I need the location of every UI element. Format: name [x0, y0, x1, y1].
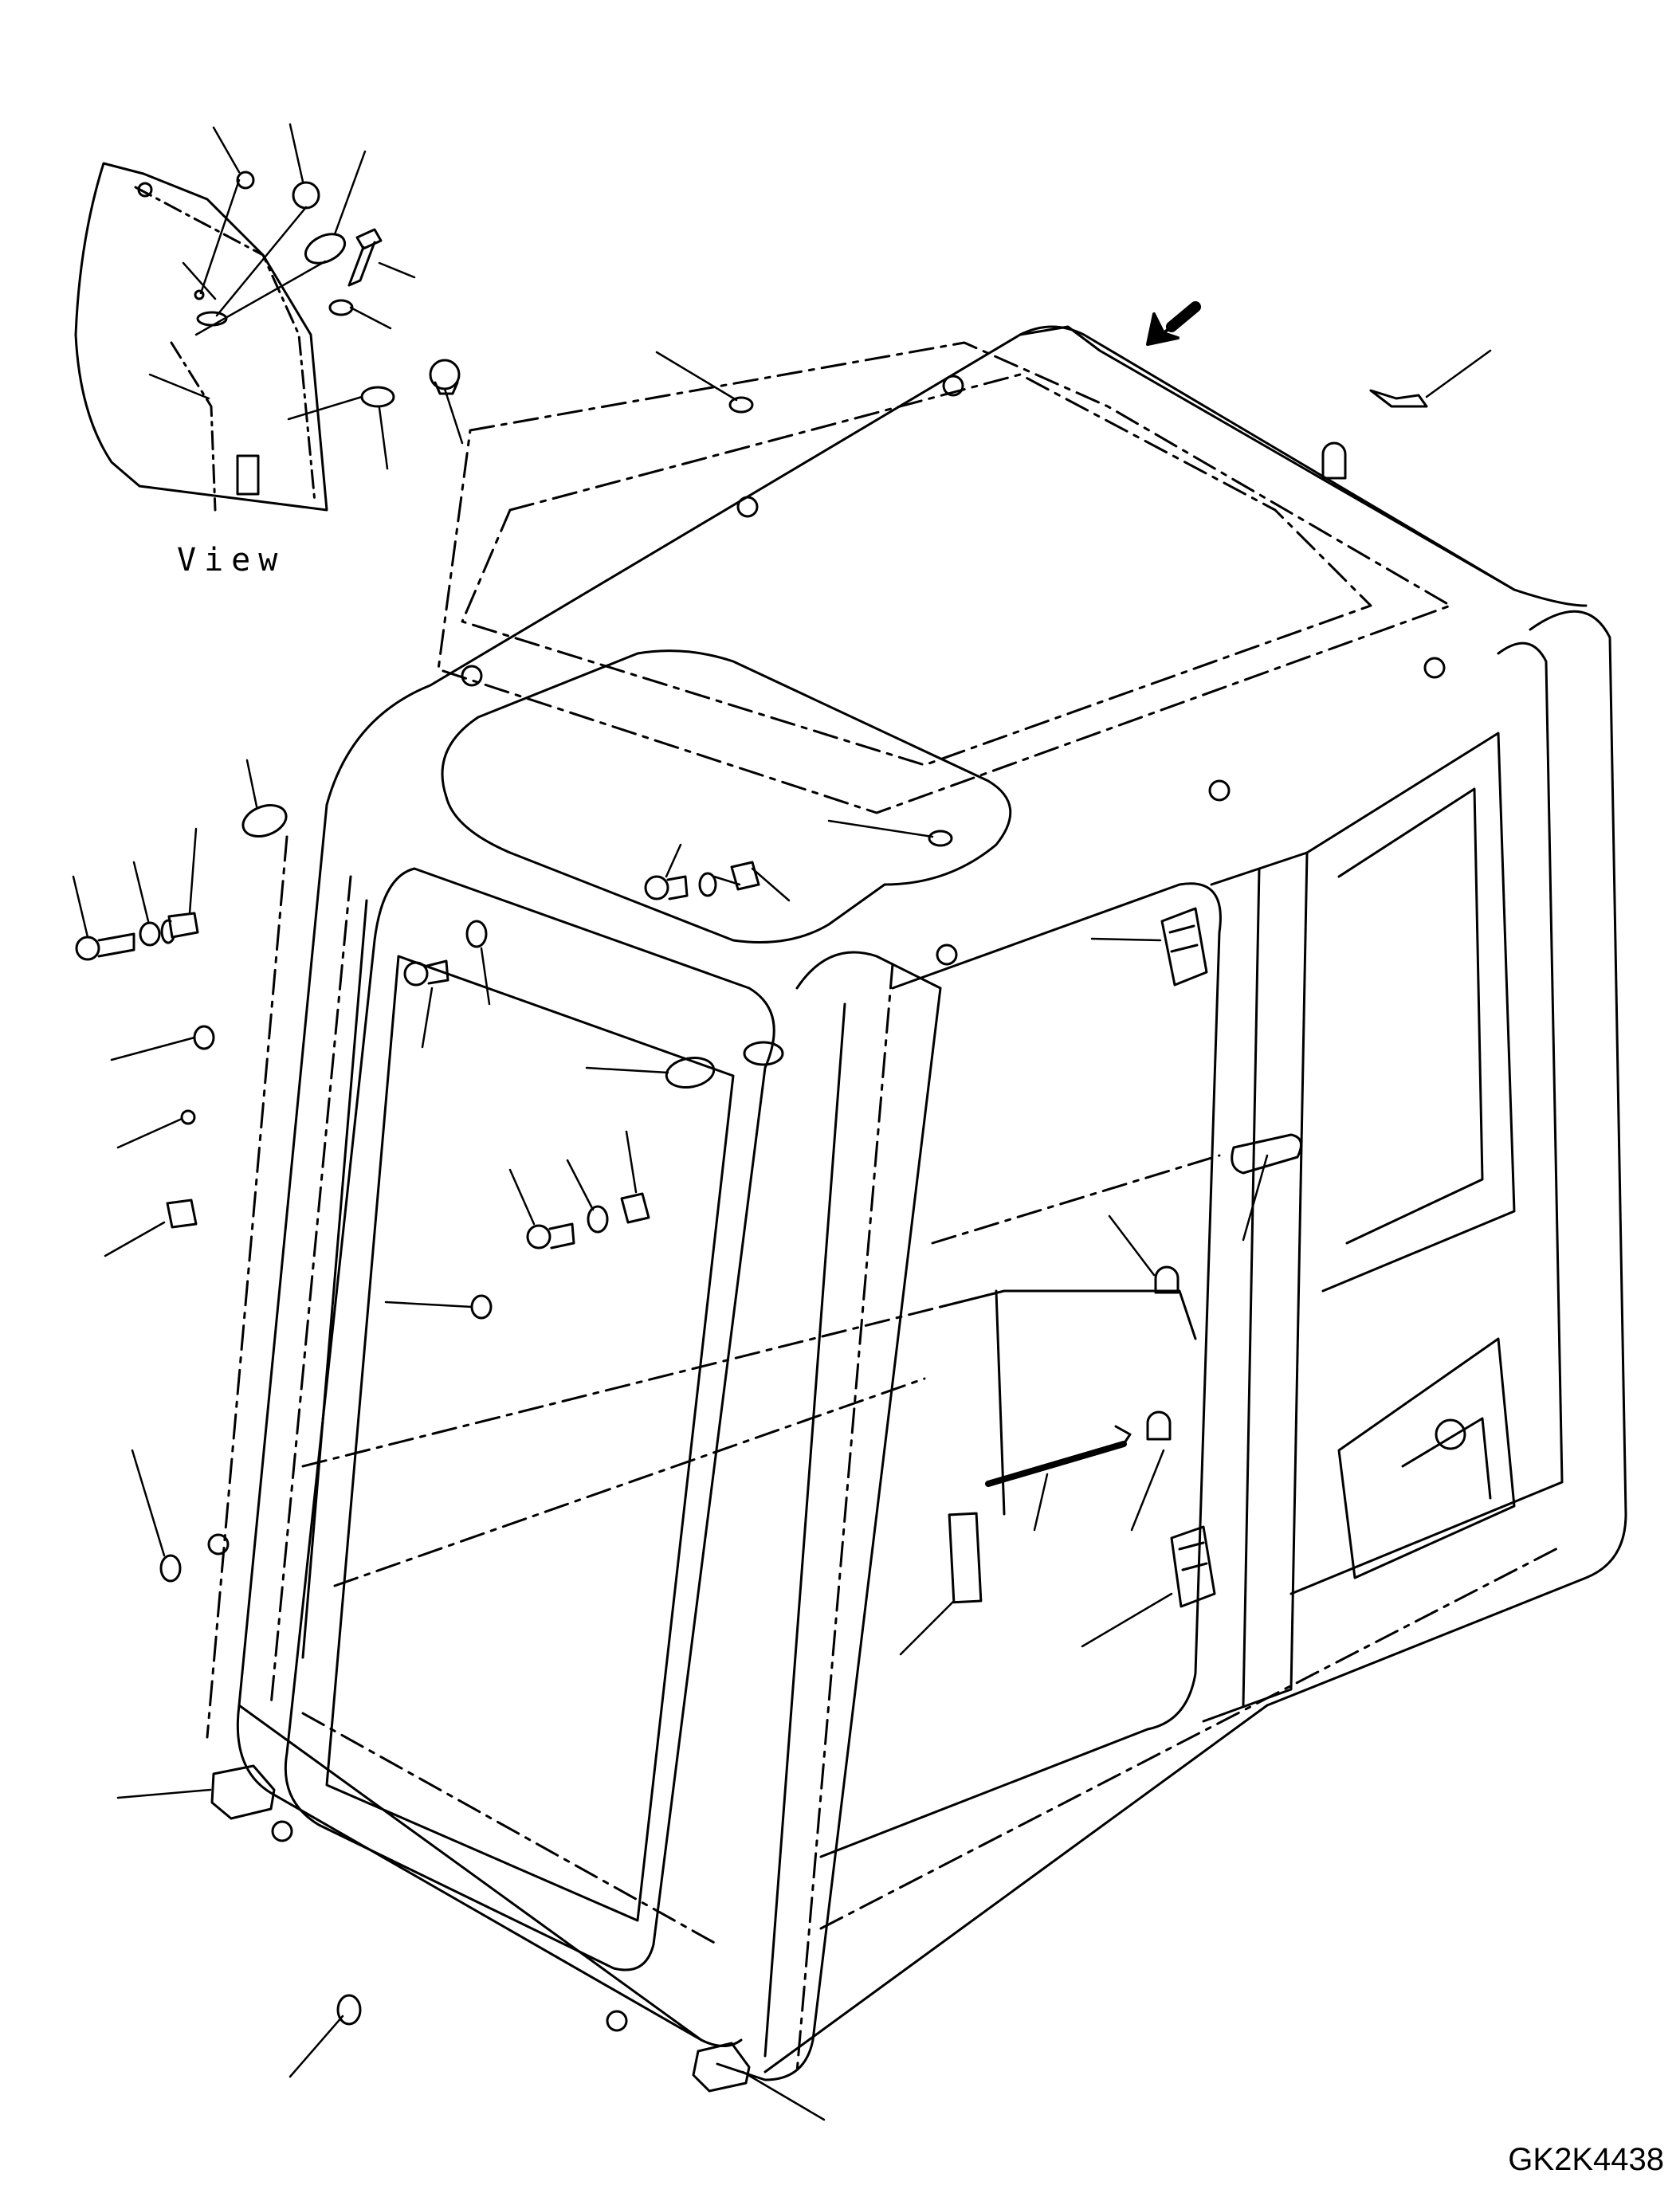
- center-spacer-3: [620, 1192, 650, 1224]
- hinge-lower: [1170, 1525, 1216, 1608]
- skylight-opening: [441, 649, 1012, 944]
- left-lower-nut: [207, 1533, 230, 1556]
- door-rear-pillar-inner: [1242, 867, 1261, 1707]
- roof-cap-2: [928, 830, 953, 847]
- seal-strip: [948, 1512, 983, 1604]
- inset-frame-outline: [74, 162, 328, 512]
- front-left-pillar-dashed: [206, 835, 352, 1739]
- center-bolt-3: [526, 1222, 575, 1250]
- inset-panel-line: [170, 341, 217, 512]
- rear-window-inner: [1337, 787, 1484, 1245]
- front-left-pillar-inner: [301, 899, 368, 1659]
- hinge-upper: [1160, 907, 1208, 987]
- rear-lower-bracket: [1337, 1337, 1516, 1579]
- center-plug: [470, 1294, 493, 1320]
- left-plug-1: [193, 1025, 215, 1050]
- door-handle: [1231, 1133, 1302, 1175]
- center-bolt-1: [644, 875, 689, 900]
- roof-nut-6: [936, 944, 958, 966]
- roof-outline: [325, 325, 1588, 806]
- center-plate: [743, 1041, 784, 1066]
- front-window-inner: [325, 955, 735, 1922]
- leader-lines: [72, 349, 1492, 2121]
- center-washer-2: [465, 920, 488, 948]
- left-spacer: [160, 912, 199, 944]
- inset-leader-lines: [148, 123, 464, 470]
- inset-grommet: [304, 233, 347, 265]
- roof-rear-edge: [1019, 325, 1516, 591]
- drawing-code: GK2K4438: [1508, 2142, 1664, 2177]
- center-grommet: [665, 1057, 716, 1089]
- left-washer: [139, 921, 161, 947]
- roof-nut-1: [736, 496, 759, 518]
- left-bolt: [75, 932, 135, 961]
- center-spacer-1: [730, 861, 760, 891]
- roof-panel-inner: [461, 373, 1372, 767]
- center-pillar: [716, 951, 942, 2081]
- center-bolt-2: [403, 959, 449, 987]
- base-rail-dashed: [301, 1544, 1564, 1946]
- left-grommet: [241, 804, 288, 838]
- view-detail-inset: [74, 123, 464, 512]
- inset-bolt: [347, 228, 383, 287]
- left-collar: [166, 1199, 198, 1229]
- corner-cover-right: [692, 2042, 751, 2093]
- center-washer-3: [587, 1205, 609, 1234]
- parts: [75, 375, 1446, 2093]
- front-left-pillar: [236, 803, 743, 2047]
- door-opening: [819, 882, 1222, 1858]
- door-bumper-1: [1154, 1265, 1180, 1294]
- inset-inner-edge: [134, 186, 316, 504]
- inset-cap-large: [292, 181, 320, 210]
- rear-lower-nut: [1435, 1418, 1466, 1450]
- base-nut-1: [271, 1820, 293, 1842]
- base-rail-front: [763, 1704, 1269, 2073]
- left-lower-plug: [159, 1554, 182, 1583]
- door-bumper-2: [1146, 1410, 1172, 1441]
- roof-panel-dashed: [437, 341, 1452, 814]
- rear-window: [1305, 732, 1516, 1293]
- base-plug: [336, 1994, 362, 2026]
- inset-washer-small: [328, 299, 354, 316]
- cab-frame: [206, 325, 1627, 2081]
- inset-washer-large: [360, 386, 395, 408]
- door-rear-pillar: [1202, 851, 1309, 1723]
- rear-right-pillar-inner: [1289, 641, 1564, 1595]
- internal-sill: [301, 1154, 1221, 1587]
- base-rail-left: [237, 1704, 703, 2042]
- floor-plate: [939, 1289, 1197, 1516]
- front-window-frame: [284, 867, 775, 1971]
- base-nut-2: [606, 2010, 628, 2032]
- center-pillar-dashed: [795, 963, 894, 2073]
- inset-pin: [194, 289, 205, 300]
- inset-cap-small: [236, 171, 255, 190]
- corner-cover-left: [210, 1764, 276, 1820]
- inset-hole: [196, 311, 228, 327]
- center-pillar-inner: [763, 1002, 846, 2058]
- lifting-eye: [1321, 441, 1347, 480]
- roof-nut-2: [942, 375, 964, 397]
- roof-nut-5: [1423, 657, 1446, 679]
- roof-nut-4: [1208, 779, 1231, 802]
- view-label: View: [177, 542, 286, 579]
- roof-cap-1: [728, 396, 754, 414]
- lifting-tag: [1369, 389, 1428, 408]
- inset-bracket: [236, 454, 260, 496]
- center-washer-1: [698, 872, 717, 897]
- arrow-down-left-icon: [1146, 301, 1201, 346]
- left-plug-2: [180, 1109, 196, 1125]
- rod-hook: [1114, 1425, 1132, 1446]
- door-rod: [985, 1441, 1127, 1487]
- rear-right-pillar: [1266, 610, 1627, 1707]
- inset-bolt-head: [137, 182, 153, 198]
- roof-nut-3: [461, 665, 483, 687]
